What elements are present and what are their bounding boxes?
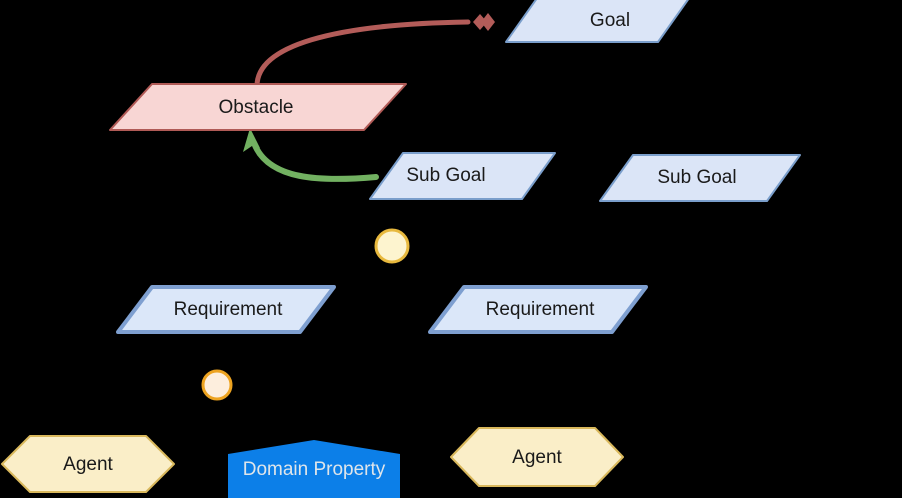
- domain-property-shape: [228, 440, 400, 498]
- obstacle-shape: [109, 83, 407, 131]
- node-subgoal-right[interactable]: Sub Goal: [599, 154, 801, 202]
- requirement-left-shape: [116, 285, 336, 334]
- obstruction-line: [254, 19, 471, 89]
- node-agent-left[interactable]: Agent: [1, 435, 175, 493]
- node-goal[interactable]: Goal: [505, 0, 692, 43]
- node-agent-right[interactable]: Agent: [450, 427, 624, 487]
- node-requirement-right[interactable]: Requirement: [428, 285, 648, 334]
- refinement-node-upper[interactable]: [374, 228, 410, 264]
- node-requirement-left[interactable]: Requirement: [116, 285, 336, 334]
- refinement-node-lower[interactable]: [201, 369, 233, 401]
- requirement-right-shape: [428, 285, 648, 334]
- connector-obstruction[interactable]: [254, 13, 495, 89]
- goal-shape: [505, 0, 689, 43]
- resolution-line: [251, 140, 379, 182]
- node-subgoal-left[interactable]: Sub Goal: [369, 152, 556, 200]
- connector-resolution[interactable]: [243, 128, 379, 182]
- subgoal-left-shape: [369, 152, 556, 200]
- node-domain-property[interactable]: Domain Property: [228, 440, 400, 498]
- obstruction-diamond-icon: [473, 13, 495, 31]
- node-obstacle[interactable]: Obstacle: [109, 83, 407, 131]
- agent-right-shape: [450, 427, 624, 487]
- agent-left-shape: [1, 435, 175, 493]
- resolution-arrow-icon: [243, 128, 260, 152]
- subgoal-right-shape: [599, 154, 801, 202]
